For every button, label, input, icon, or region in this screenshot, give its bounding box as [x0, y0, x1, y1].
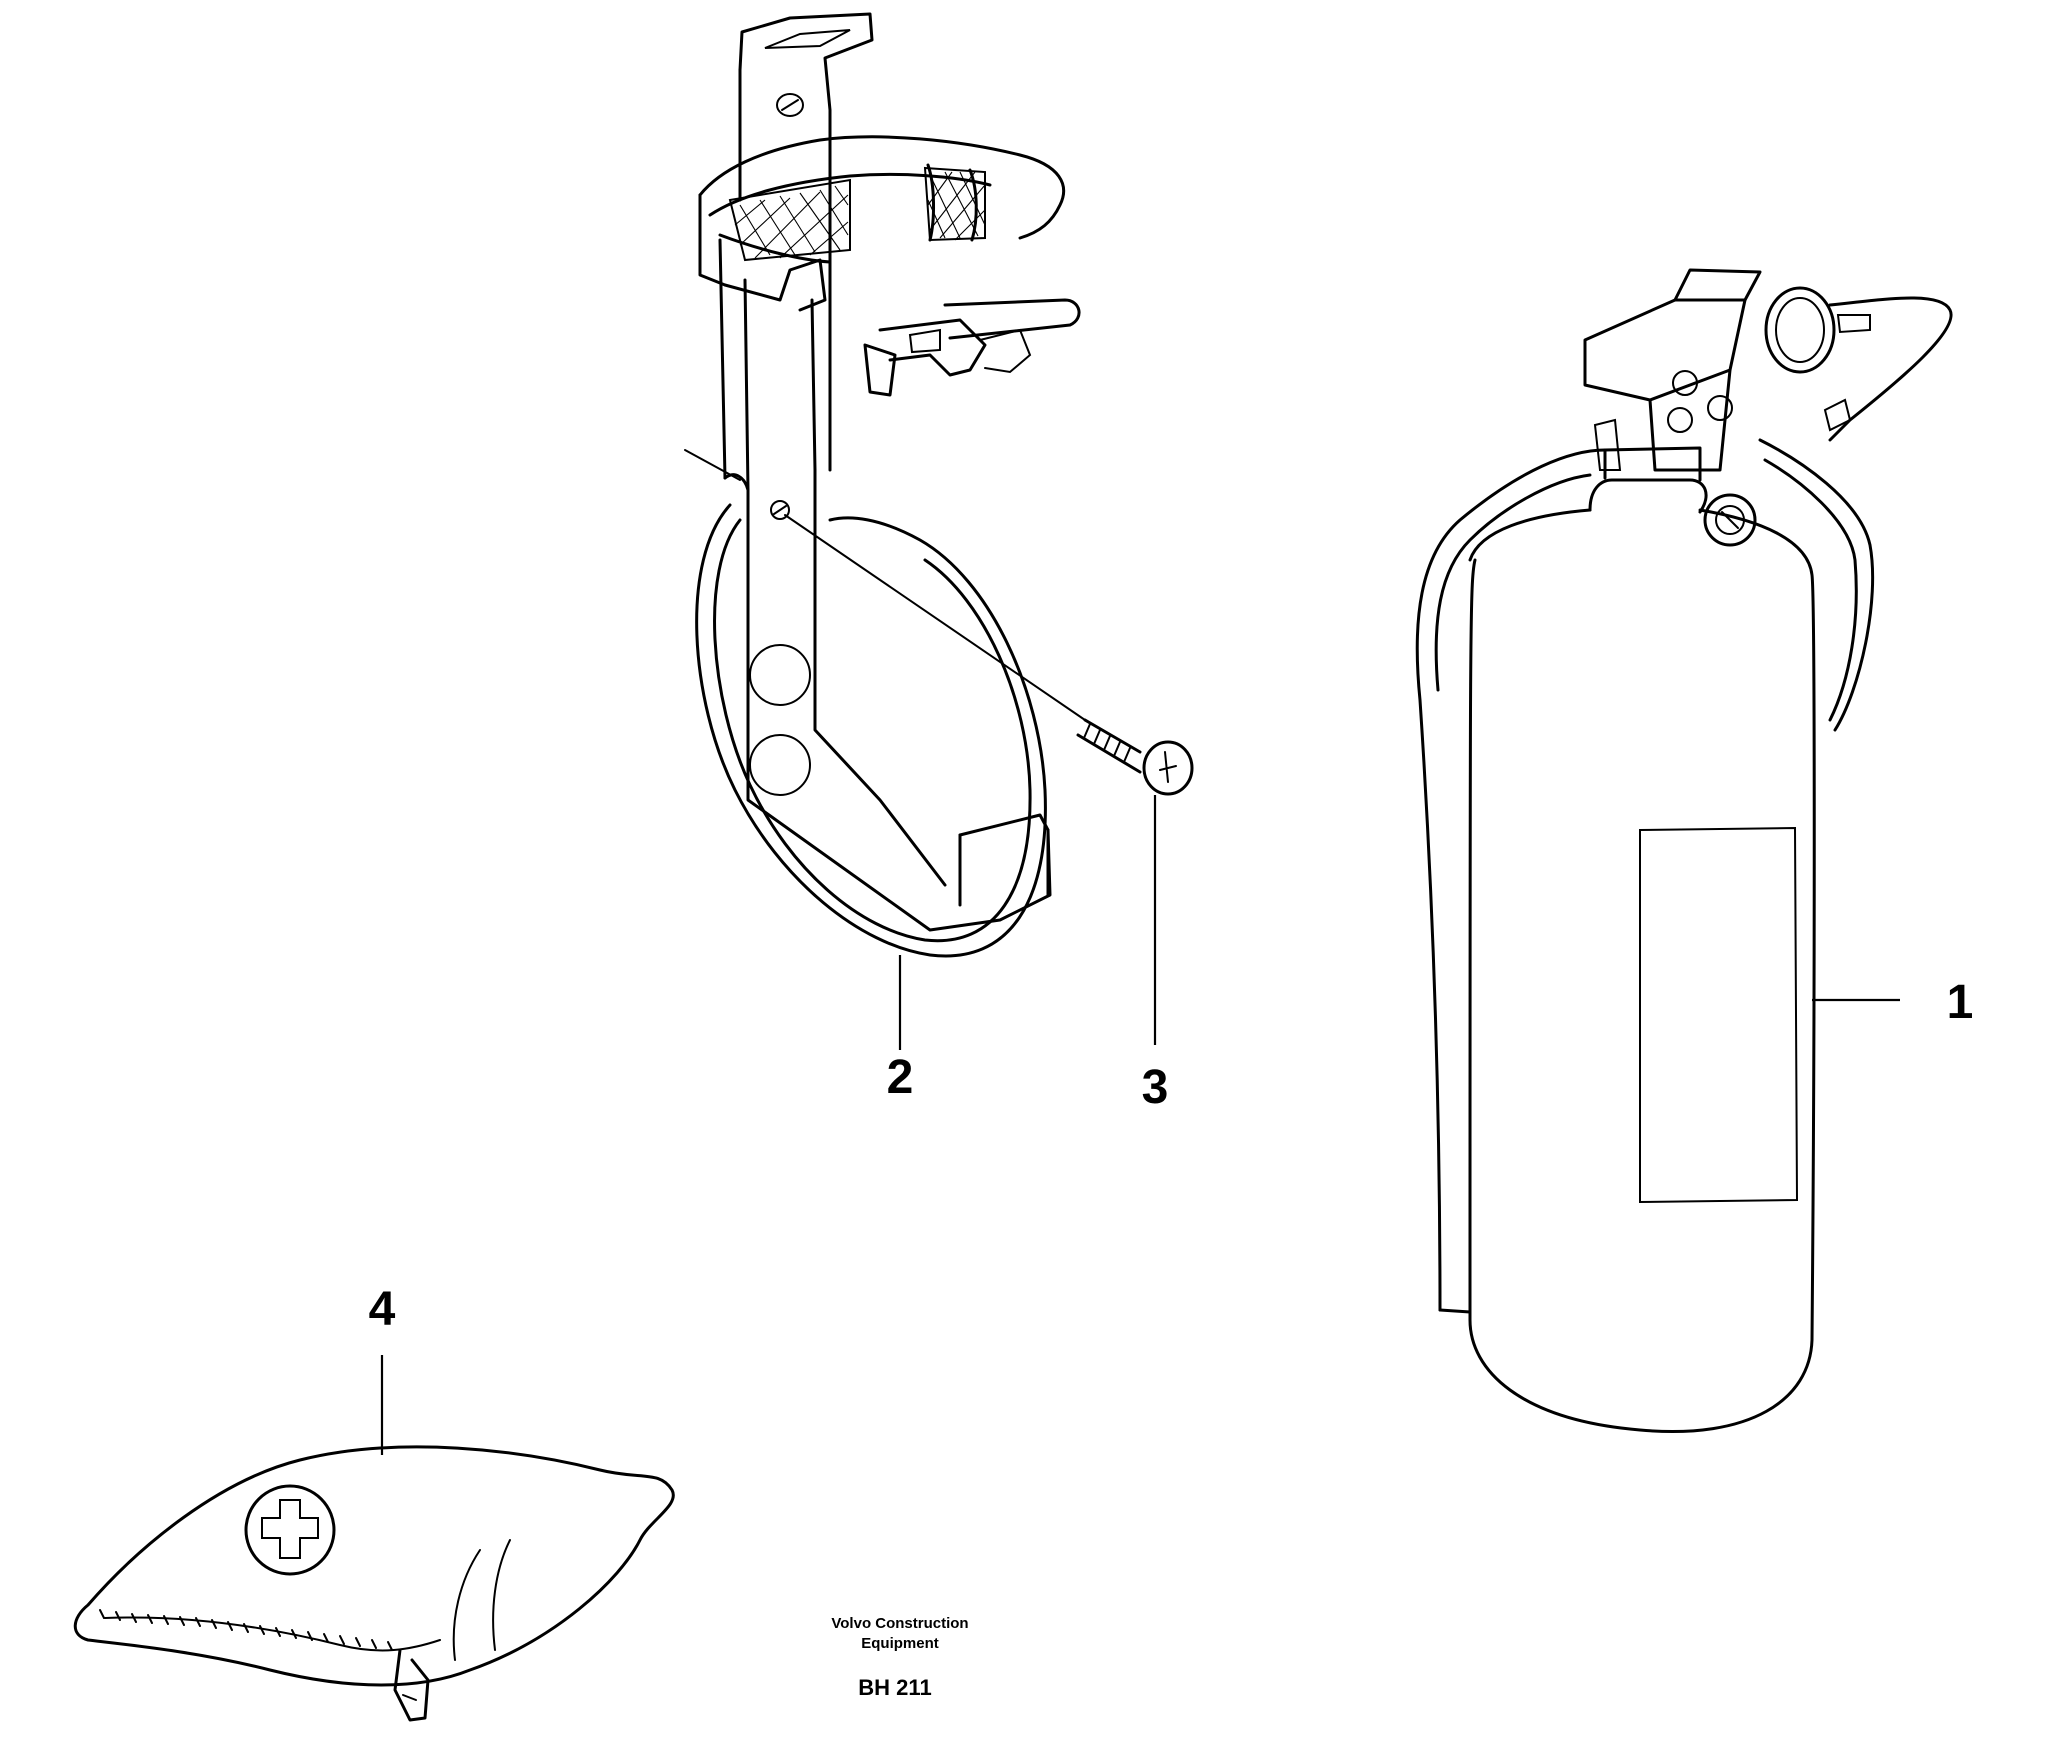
figure-code: BH 211 — [858, 1675, 931, 1700]
extinguisher-bracket — [695, 12, 1081, 958]
bracket-pad-hatch-right — [927, 171, 986, 241]
callout-2: 2 — [887, 1051, 914, 1104]
callout-4: 4 — [369, 1283, 396, 1336]
callout-3: 3 — [1142, 1061, 1169, 1114]
fire-extinguisher — [1415, 268, 1953, 1433]
callout-1: 1 — [1947, 976, 1974, 1029]
mounting-screw — [684, 449, 1194, 796]
company-line-2: Equipment — [861, 1635, 939, 1652]
first-aid-kit — [73, 1445, 675, 1722]
bracket-pad-hatch — [734, 185, 849, 259]
company-line-1: Volvo Construction — [831, 1615, 968, 1632]
